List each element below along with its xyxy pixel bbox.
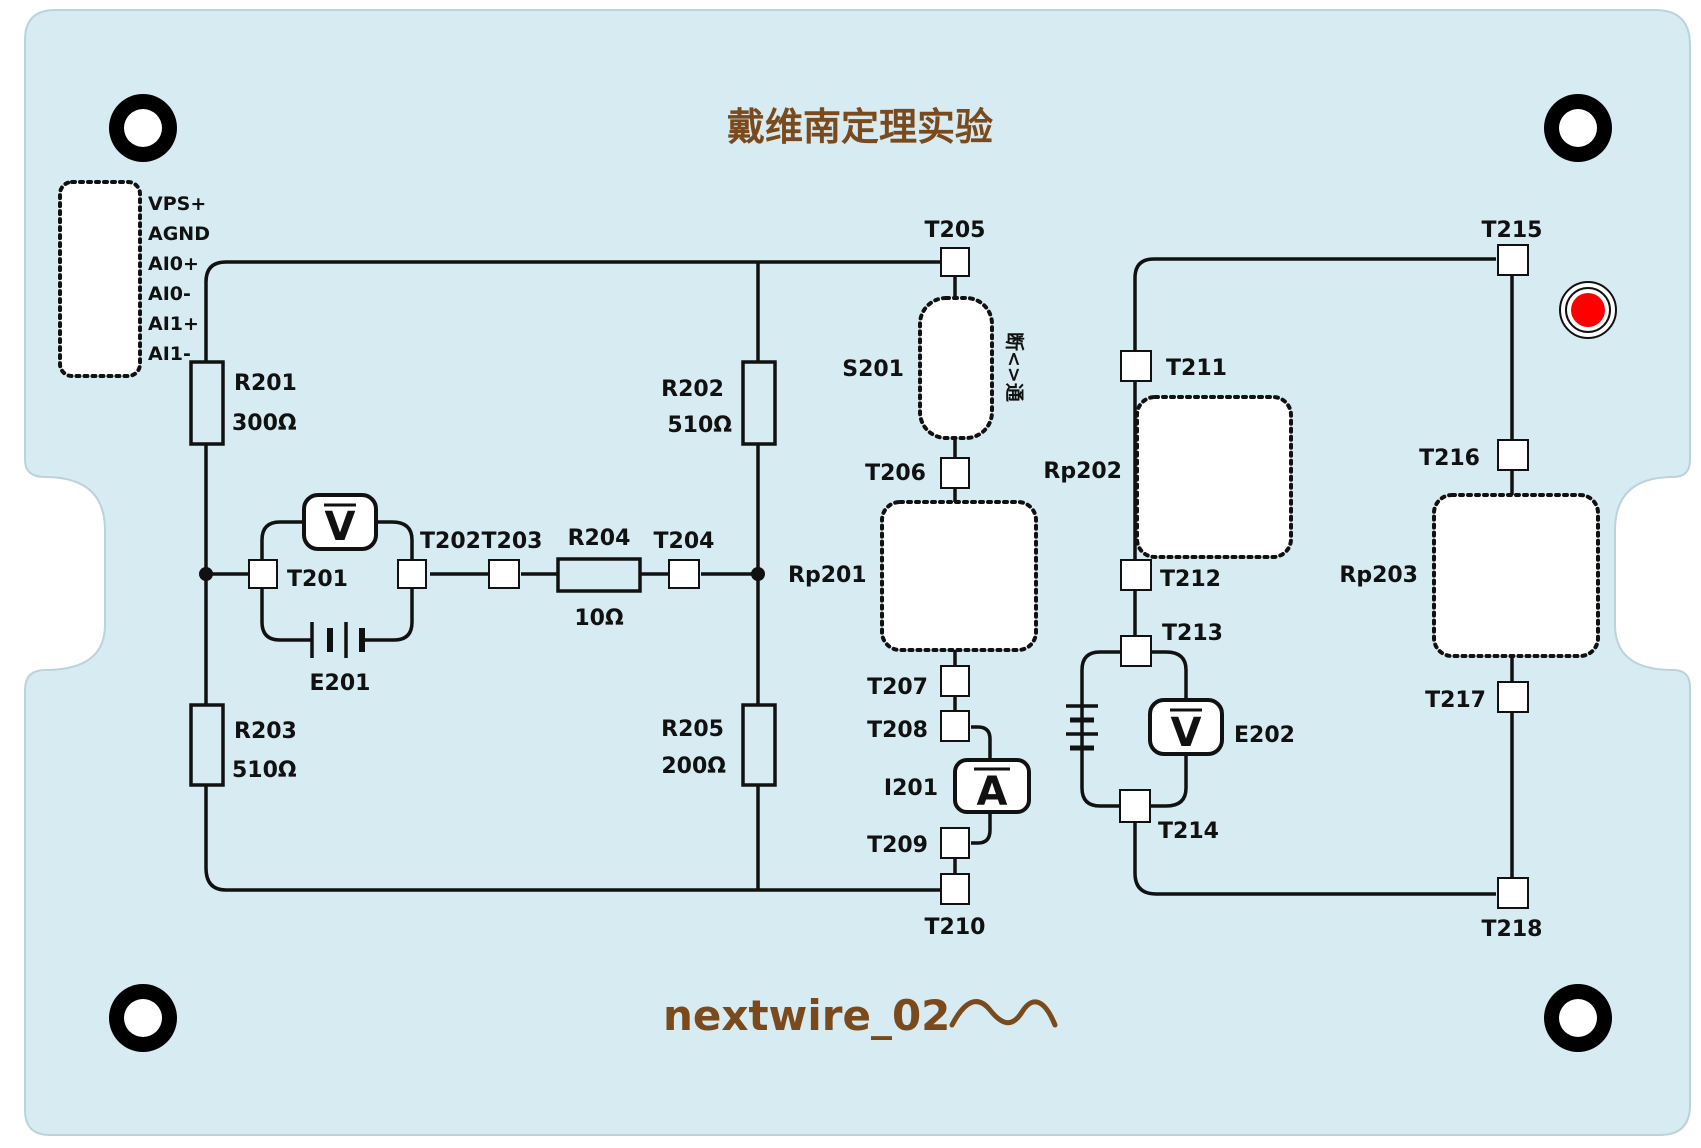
io-pin-ai0-plus: AI0+ [148, 253, 199, 275]
brand-wave-icon [949, 999, 1058, 1028]
t213-label: T213 [1162, 621, 1223, 646]
resistor-r201 [189, 360, 225, 446]
t209-label: T209 [867, 833, 928, 858]
terminal-t217[interactable] [1497, 681, 1529, 713]
battery-icon [310, 622, 365, 658]
resistor-r202 [741, 360, 777, 446]
terminal-t201[interactable] [248, 559, 278, 589]
rp203-label: Rp203 [1339, 563, 1418, 588]
terminal-t207[interactable] [940, 665, 970, 697]
ammeter-icon: A [953, 758, 1031, 815]
brand-name: nextwire_02 [663, 991, 950, 1040]
resistor-r205 [741, 703, 777, 787]
switch-s201-slot[interactable] [918, 296, 994, 440]
t217-label: T217 [1425, 688, 1486, 713]
t212-label: T212 [1160, 567, 1221, 592]
terminal-t213[interactable] [1120, 635, 1152, 667]
battery-e202-icon [1066, 704, 1098, 751]
rp201-label: Rp201 [788, 563, 867, 588]
t205-label: T205 [925, 218, 986, 243]
io-pin-vps: VPS+ [148, 193, 206, 215]
t201-label: T201 [287, 567, 348, 592]
terminal-t205[interactable] [940, 247, 970, 277]
terminal-t215[interactable] [1497, 244, 1529, 276]
t218-label: T218 [1482, 917, 1543, 942]
terminal-t206[interactable] [940, 457, 970, 489]
mounting-hole-top-right [1544, 94, 1612, 162]
io-connector-slot[interactable] [58, 180, 142, 378]
board-title: 戴维南定理实验 [727, 105, 993, 149]
resistor-r203 [189, 703, 225, 787]
mounting-hole-top-left [109, 94, 177, 162]
t214-label: T214 [1158, 819, 1219, 844]
t211-label: T211 [1166, 356, 1227, 381]
t210-label: T210 [925, 915, 986, 940]
r202-label: R202 [661, 377, 724, 402]
r203-value: 510Ω [232, 758, 297, 783]
r202-value: 510Ω [667, 413, 732, 438]
junction-dot-left [199, 567, 213, 581]
potentiometer-rp203-slot[interactable] [1432, 493, 1600, 658]
r201-value: 300Ω [232, 411, 297, 436]
e201-label: E201 [310, 671, 371, 696]
io-pin-agnd: AGND [148, 223, 210, 245]
t215-label: T215 [1482, 218, 1543, 243]
ammeter-symbol: A [977, 769, 1008, 815]
terminal-t214[interactable] [1119, 789, 1151, 823]
mounting-hole-bottom-right [1544, 984, 1612, 1052]
io-pin-ai0-minus: AI0- [148, 283, 191, 305]
terminal-t210[interactable] [940, 873, 970, 905]
s201-label: S201 [842, 357, 904, 382]
r204-label: R204 [568, 526, 631, 551]
t204-label: T204 [654, 529, 715, 554]
t208-label: T208 [867, 718, 928, 743]
switch-direction-label: 断<>通 [1003, 332, 1026, 403]
t206-label: T206 [865, 461, 926, 486]
r205-label: R205 [661, 717, 724, 742]
terminal-t202[interactable] [397, 559, 427, 589]
terminal-t209[interactable] [940, 827, 970, 859]
r204-value: 10Ω [574, 606, 624, 631]
voltmeter-icon: V [302, 493, 378, 551]
voltmeter-e202-icon: V [1148, 698, 1224, 756]
r201-label: R201 [234, 371, 297, 396]
terminal-t212[interactable] [1120, 559, 1152, 591]
terminal-t218[interactable] [1497, 877, 1529, 909]
r203-label: R203 [234, 719, 297, 744]
t202-label: T202 [420, 529, 481, 554]
terminal-t208[interactable] [940, 710, 970, 742]
resistor-r204 [556, 557, 642, 593]
terminal-t203[interactable] [488, 559, 520, 589]
t203-label: T203 [482, 529, 543, 554]
power-led-icon [1559, 281, 1617, 339]
potentiometer-rp202-slot[interactable] [1135, 395, 1293, 559]
rp202-label: Rp202 [1043, 459, 1122, 484]
mounting-hole-bottom-left [109, 984, 177, 1052]
io-pin-ai1-plus: AI1+ [148, 313, 199, 335]
voltmeter-symbol: V [325, 504, 356, 550]
t216-label: T216 [1419, 446, 1480, 471]
terminal-t216[interactable] [1497, 439, 1529, 471]
i201-label: I201 [884, 776, 938, 801]
t207-label: T207 [867, 675, 928, 700]
io-pin-ai1-minus: AI1- [148, 343, 191, 365]
e202-label: E202 [1234, 723, 1295, 748]
r205-value: 200Ω [661, 754, 726, 779]
terminal-t211[interactable] [1120, 350, 1152, 382]
potentiometer-rp201-slot[interactable] [880, 500, 1038, 652]
voltmeter-e202-symbol: V [1171, 710, 1202, 756]
terminal-t204[interactable] [668, 559, 700, 589]
board-background [24, 9, 1691, 1136]
junction-dot-right [751, 567, 765, 581]
